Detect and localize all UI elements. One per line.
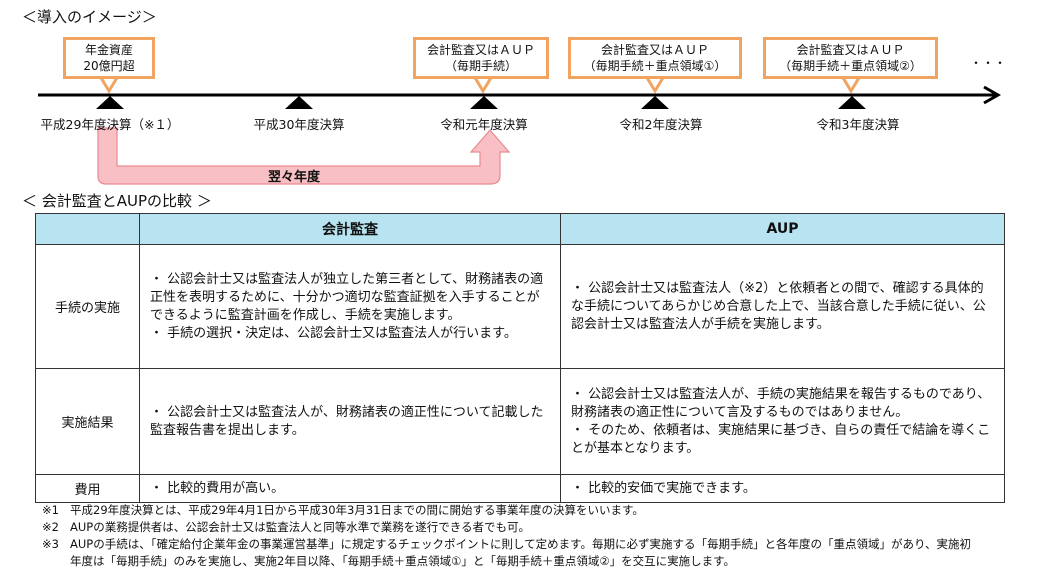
bullet: ・ そのため、依頼者は、実施結果に基づき、自らの責任で結論を導くことが基本となり… (571, 422, 991, 456)
footnote-text: AUPの手続は、「確定給付企業年金の事業運営基準」に規定するチェックポイントに則… (70, 537, 972, 568)
aup-cell: ・ 比較的安価で実施できます。 (560, 474, 1005, 503)
footnote: ※3 AUPの手続は、「確定給付企業年金の事業運営基準」に規定するチェックポイント… (42, 536, 972, 570)
table-row: 手続の実施 ・ 公認会計士又は監査法人が独立した第三者として、財務諸表の適正性を… (35, 244, 1005, 369)
timeline-label: 平成30年度決算 (253, 117, 345, 132)
callout-reiwa3: 会計監査又はＡＵＰ （毎期手続＋重点領域②） (763, 37, 938, 79)
footnote-key: ※2 (42, 520, 59, 534)
callout-line: （毎期手続＋重点領域②） (779, 59, 922, 73)
callout-line: （毎期手続） (444, 59, 517, 73)
aup-cell: ・ 公認会計士又は監査法人が、手続の実施結果を報告するものであり、財務諸表の適正… (560, 368, 1005, 475)
callout-reiwa2: 会計監査又はＡＵＰ （毎期手続＋重点領域①） (568, 37, 742, 79)
timeline-arrowhead (983, 85, 1002, 105)
timeline-label: 平成29年度決算（※１） (40, 117, 180, 132)
comparison-table: 会計監査 AUP 手続の実施 ・ 公認会計士又は監査法人が独立した第三者として、… (35, 213, 1005, 503)
audit-cell: ・ 比較的費用が高い。 (139, 474, 561, 503)
timeline-label: 令和3年度決算 (816, 117, 900, 132)
callout-line: 会計監査又はＡＵＰ (600, 43, 709, 57)
footnote-text: AUPの業務提供者は、公認会計士又は監査法人と同等水準で業務を遂行できる者でも可… (70, 520, 530, 534)
section-title-comparison: ＜ 会計監査とAUPの比較 ＞ (22, 192, 212, 210)
callout-pointers (98, 75, 862, 94)
callout-line: （毎期手続＋重点領域①） (583, 59, 727, 73)
header-empty (35, 213, 140, 245)
footnote-key: ※3 (42, 537, 59, 551)
audit-cell: ・ 公認会計士又は監査法人が、財務諸表の適正性について記載した監査報告書を提出し… (139, 368, 561, 475)
bullet: ・ 公認会計士又は監査法人が独立した第三者として、財務諸表の適正性を表明するため… (150, 271, 544, 323)
footnote-text: 平成29年度決算とは、平成29年4月1日から平成30年3月31日までの間に開始す… (70, 503, 644, 517)
next-next-year-arrow (97, 127, 511, 185)
footnote: ※1 平成29年度決算とは、平成29年4月1日から平成30年3月31日までの間に開… (42, 502, 972, 519)
aup-cell: ・ 公認会計士又は監査法人（※2）と依頼者との間で、確認する具体的な手続について… (560, 244, 1005, 369)
timeline-label: 令和2年度決算 (619, 117, 703, 132)
timeline-label: 令和元年度決算 (440, 117, 528, 132)
section-title-introduction: ＜導入のイメージ＞ (22, 8, 157, 26)
callout-reiwa1: 会計監査又はＡＵＰ （毎期手続） (413, 37, 549, 79)
footnote-key: ※1 (42, 503, 59, 517)
footnotes: ※1 平成29年度決算とは、平成29年4月1日から平成30年3月31日までの間に開… (42, 502, 972, 570)
arrow-label: 翌々年度 (268, 170, 321, 185)
row-label: 実施結果 (35, 368, 140, 475)
bullet: ・ 公認会計士又は監査法人（※2）と依頼者との間で、確認する具体的な手続について… (571, 280, 986, 332)
callout-line: 20億円超 (83, 59, 135, 73)
row-label: 手続の実施 (35, 244, 140, 369)
timeline-markers (96, 96, 866, 109)
callout-pension-assets: 年金資産 20億円超 (63, 37, 155, 79)
table-row: 費用 ・ 比較的費用が高い。 ・ 比較的安価で実施できます。 (35, 474, 1005, 503)
callout-line: 会計監査又はＡＵＰ (796, 43, 905, 57)
bullet: ・ 公認会計士又は監査法人が、財務諸表の適正性について記載した監査報告書を提出し… (150, 404, 544, 438)
footnote: ※2 AUPの業務提供者は、公認会計士又は監査法人と同等水準で業務を遂行できる者で… (42, 519, 972, 536)
table-row: 実施結果 ・ 公認会計士又は監査法人が、財務諸表の適正性について記載した監査報告… (35, 368, 1005, 475)
header-audit: 会計監査 (139, 213, 561, 245)
callout-line: 会計監査又はＡＵＰ (426, 43, 535, 57)
callout-line: 年金資産 (84, 43, 133, 57)
timeline-graphic (38, 75, 1002, 185)
bullet: ・ 公認会計士又は監査法人が、手続の実施結果を報告するものであり、財務諸表の適正… (571, 386, 991, 420)
bullet: ・ 手続の選択・決定は、公認会計士又は監査法人が行います。 (150, 325, 517, 341)
table-header-row: 会計監査 AUP (35, 213, 1005, 245)
header-aup: AUP (560, 213, 1005, 245)
audit-cell: ・ 公認会計士又は監査法人が独立した第三者として、財務諸表の適正性を表明するため… (139, 244, 561, 369)
row-label: 費用 (35, 474, 140, 503)
ellipsis: ・・・ (970, 56, 1007, 70)
